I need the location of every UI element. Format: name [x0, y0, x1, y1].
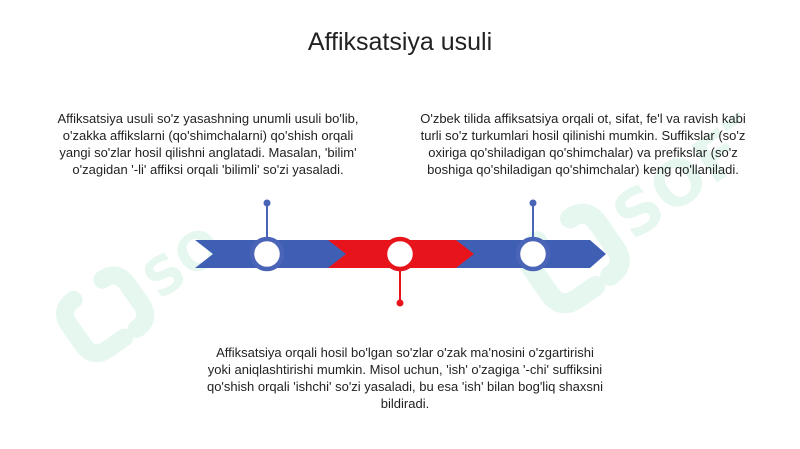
milestone-marker-3 — [515, 236, 551, 272]
connector-right-dot — [529, 199, 537, 207]
connector-bottom-dot — [396, 299, 404, 307]
connector-left-dot — [263, 199, 271, 207]
timeline-text-left: Affiksatsiya usuli so'z yasashning unuml… — [57, 111, 359, 177]
page-title: Affiksatsiya usuli — [307, 28, 493, 56]
timeline-text-bottom: Affiksatsiya orqali hosil bo'lgan so'zla… — [206, 345, 604, 411]
milestone-marker-2 — [382, 236, 418, 272]
milestone-marker-1 — [249, 236, 285, 272]
timeline-text-right: O'zbek tilida affiksatsiya orqali ot, si… — [420, 111, 746, 177]
